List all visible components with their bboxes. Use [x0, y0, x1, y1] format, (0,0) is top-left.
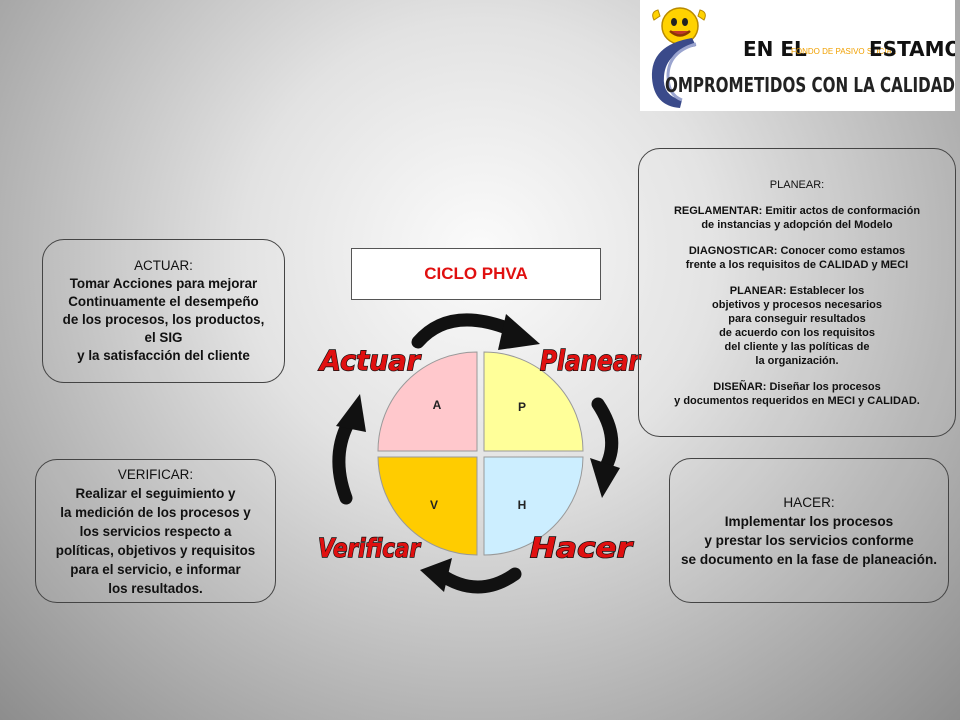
- verificar-box-line: políticas, objetivos y requisitos: [55, 542, 256, 558]
- quadrant-a: [377, 351, 478, 452]
- logo-graphic: EN EL FONDO DE PASIVO SOCIAL ESTAMOS OMP…: [640, 0, 955, 111]
- actuar-box-heading: ACTUAR:: [134, 258, 193, 273]
- planear-planear-line: objetivos y procesos necesarios: [712, 298, 882, 311]
- quadrant-v: [377, 456, 478, 556]
- actuar-box-line: el SIG: [144, 330, 183, 345]
- logo: EN EL FONDO DE PASIVO SOCIAL ESTAMOS OMP…: [640, 0, 955, 111]
- quadrant-v-label: V: [430, 498, 438, 512]
- planear-disenar-line: y documentos requeridos en MECI y CALIDA…: [674, 394, 920, 407]
- hacer-description-box: HACER: Implementar los procesos y presta…: [669, 458, 949, 603]
- quadrant-h-label: H: [518, 498, 527, 512]
- hacer-box-heading: HACER:: [783, 494, 835, 510]
- quadrant-p: [483, 351, 584, 452]
- planear-planear-line: PLANEAR: Establecer los: [729, 284, 865, 297]
- actuar-box-line: Continuamente el desempeño: [68, 294, 259, 309]
- stage-hacer-label: Hacer: [530, 531, 634, 564]
- quadrant-p-label: P: [518, 400, 526, 414]
- verificar-box-line: la medición de los procesos y: [60, 504, 251, 520]
- verificar-box-line: los resultados.: [108, 580, 203, 596]
- smiley-thumbs-up-icon: [652, 7, 706, 45]
- hacer-box-line: y prestar los servicios conforme: [704, 532, 914, 548]
- arrow-verificar-to-actuar-icon: [332, 394, 366, 505]
- planear-diagnosticar-line: frente a los requisitos de CALIDAD y MEC…: [685, 258, 909, 271]
- actuar-box-line: y la satisfacción del cliente: [77, 348, 250, 363]
- planear-reglamentar-line: de instancias y adopción del Modelo: [701, 218, 893, 231]
- hacer-box-line: se documento en la fase de planeación.: [680, 551, 938, 567]
- verificar-box-line: los servicios respecto a: [79, 523, 232, 539]
- verificar-box-heading: VERIFICAR:: [117, 466, 194, 482]
- planear-planear-line: para conseguir resultados: [728, 312, 866, 325]
- cycle-title: CICLO PHVA: [424, 264, 528, 283]
- planear-description-box: PLANEAR: REGLAMENTAR: Emitir actos de co…: [638, 148, 956, 437]
- stage-verificar-label: Verificar: [318, 534, 422, 564]
- planear-box-heading: PLANEAR:: [769, 178, 825, 191]
- logo-line1-right: ESTAMOS: [869, 37, 955, 61]
- verificar-description-box: VERIFICAR: Realizar el seguimiento y la …: [35, 459, 276, 603]
- stage-planear-label: Planear: [540, 344, 642, 377]
- verificar-box-line: Realizar el seguimiento y: [75, 485, 236, 501]
- phva-cycle-diagram: A P V H Actuar Planear Verificar Hacer: [317, 313, 643, 594]
- arrow-hacer-to-verificar-icon: [420, 558, 522, 594]
- logo-line1-mid: FONDO DE PASIVO SOCIAL: [791, 47, 897, 56]
- logo-line2: OMPROMETIDOS CON LA CALIDAD: [665, 73, 955, 97]
- hacer-box-line: Implementar los procesos: [724, 513, 894, 529]
- planear-planear-line: la organización.: [755, 354, 839, 367]
- planear-diagnosticar-line: DIAGNOSTICAR: Conocer como estamos: [688, 244, 906, 257]
- planear-reglamentar-line: REGLAMENTAR: Emitir actos de conformació…: [673, 204, 921, 217]
- actuar-description-box: ACTUAR: Tomar Acciones para mejorar Cont…: [42, 239, 285, 383]
- planear-planear-line: de acuerdo con los requisitos: [719, 326, 875, 339]
- cycle-title-box: CICLO PHVA: [351, 248, 601, 300]
- logo-line1-left: EN EL: [743, 37, 807, 61]
- quadrant-a-label: A: [433, 398, 442, 412]
- arrow-planear-to-hacer-icon: [590, 397, 620, 498]
- stage-actuar-label: Actuar: [318, 344, 422, 377]
- verificar-box-line: para el servicio, e informar: [70, 561, 241, 577]
- planear-planear-line: del cliente y las políticas de: [724, 340, 870, 353]
- planear-disenar-line: DISEÑAR: Diseñar los procesos: [713, 380, 881, 393]
- quadrant-h: [483, 456, 584, 556]
- actuar-box-line: Tomar Acciones para mejorar: [69, 276, 258, 291]
- actuar-box-line: de los procesos, los productos,: [62, 312, 265, 327]
- arrow-actuar-to-planear-icon: [411, 313, 540, 350]
